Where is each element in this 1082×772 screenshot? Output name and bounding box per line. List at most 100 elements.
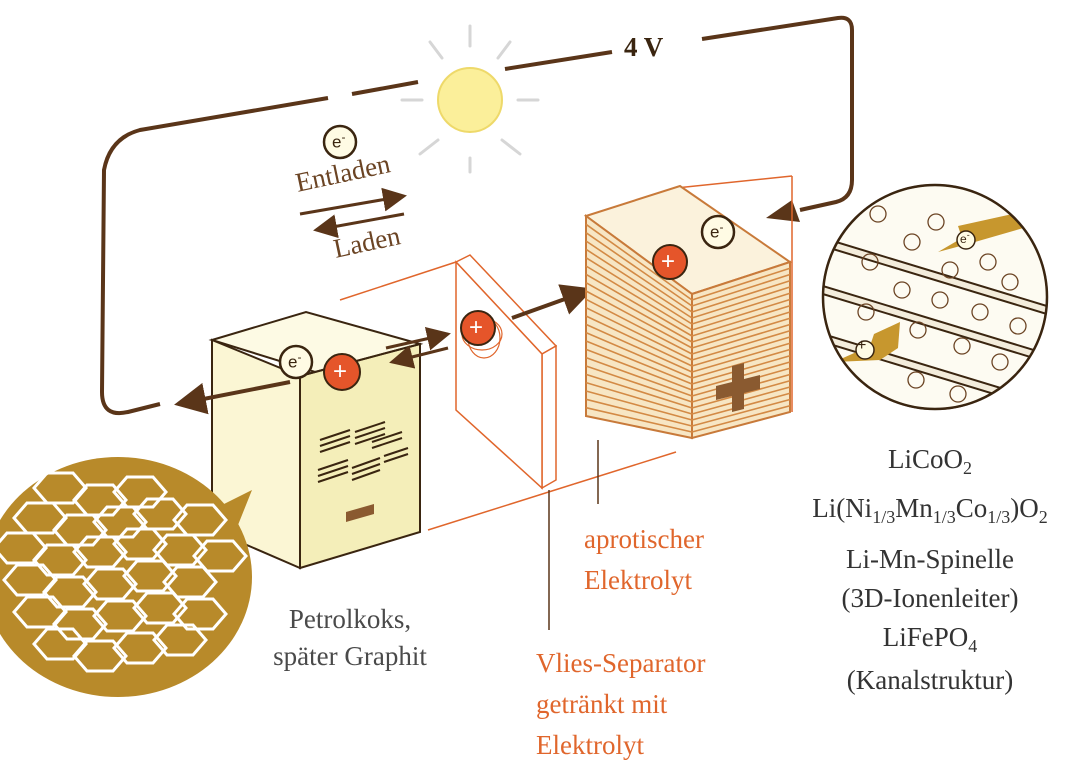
cathode-layer-line [691, 273, 791, 307]
graphite-hexagon [112, 527, 168, 561]
electrolyte-line1: aprotischer [584, 524, 704, 554]
cathode-layer-line [585, 232, 693, 307]
discharge-arrow-icon [299, 187, 407, 216]
anode-cube [208, 310, 424, 570]
cathode-layer-line [691, 304, 791, 337]
electron-wire-label: e- [332, 130, 346, 152]
anode-material-line1: Petrolkoks, [288, 604, 412, 634]
electrolyte-line2: Elektrolyt [584, 565, 692, 595]
cathode-layer-line [585, 356, 693, 397]
sun-icon [400, 24, 540, 174]
separator-line3: Elektrolyt [536, 730, 644, 760]
graphite-layers-icon [317, 421, 409, 483]
external-circuit [99, 15, 854, 415]
cathode-layer-line [585, 340, 693, 385]
cathode-layer-line [585, 290, 693, 349]
material-lifepo4: LiFePO4 [882, 622, 978, 656]
separator-line1: Vlies-Separator [536, 648, 706, 678]
graphite-hexagon [72, 639, 128, 673]
cathode-layer-line [585, 381, 693, 415]
voltage-label: 4 V [624, 32, 664, 62]
cathode-layer-line [585, 348, 693, 391]
graphite-hexagon [122, 559, 178, 593]
anode-exit-arrow-icon [174, 380, 291, 415]
cathode-layer-line [585, 265, 693, 331]
cathode-layer-line [691, 286, 791, 319]
anode-material-label: Petrolkoks, später Graphit [220, 606, 480, 670]
cathode-layer-line [691, 336, 791, 367]
cathode-layer-line [585, 373, 693, 409]
material-spinel: Li-Mn-Spinelle [846, 544, 1014, 574]
cathode-materials-list: LiCoO2 Li(Ni1/3Mn1/3Co1/3)O2 Li-Mn-Spine… [780, 446, 1080, 694]
cathode-layer-line [585, 331, 693, 379]
cathode-electron-icon [700, 214, 736, 250]
cathode-layer-lines [585, 223, 791, 433]
cathode-layer-line [585, 256, 693, 325]
anode-material-line2: später Graphit [273, 641, 427, 671]
cathode-layer-line [691, 292, 791, 325]
cathode-layer-line [691, 267, 791, 301]
electrolyte-label: aprotischer Elektrolyt [584, 526, 704, 594]
cathode-layer-line [585, 398, 693, 427]
anode-ion-icon [323, 353, 361, 391]
material-spinel-note: (3D-Ionenleiter) [841, 583, 1019, 613]
material-nmc: Li(Ni1/3Mn1/3Co1/3)O2 [812, 493, 1048, 527]
cathode-layer-line [585, 298, 693, 355]
graphite-hexagon [132, 591, 188, 625]
zoom-ion-label: + [857, 337, 867, 354]
graphite-hexagon [32, 543, 88, 577]
separator-arrow-left-icon [389, 345, 449, 369]
cathode-layer-line [585, 273, 693, 337]
cathode-layer-line [691, 398, 791, 427]
cathode-layer-line [691, 298, 791, 331]
cathode-layer-line [585, 281, 693, 343]
graphite-hexagon [152, 623, 208, 657]
separator-ion-icon [460, 310, 496, 346]
graphite-hexagon [42, 575, 98, 609]
cathode-layer-line [585, 240, 693, 313]
cathode-layer-line [691, 342, 791, 373]
cathode-layer-line [691, 311, 791, 343]
separator-panel [454, 254, 558, 490]
separator-line2: getränkt mit [536, 689, 668, 719]
charge-arrow-icon [313, 212, 405, 239]
anode-ion-label: + [333, 358, 348, 385]
cathode-layer-line [585, 306, 693, 361]
cathode-zoom [821, 183, 1049, 411]
anode-electron-icon [278, 344, 314, 380]
electron-wire-icon [322, 124, 358, 160]
cathode-ion-icon [652, 244, 688, 280]
graphite-hexagon [172, 597, 228, 631]
material-licoo2: LiCoO2 [887, 444, 972, 478]
cathode-layer-line [585, 323, 693, 373]
graphite-zoom [0, 457, 252, 697]
cathode-layer-line [691, 329, 791, 361]
cathode-layer-line [691, 323, 791, 355]
cathode-layer-line [691, 279, 791, 313]
anode-electron-label: e- [288, 350, 302, 372]
zoom-electron-label: e- [960, 230, 970, 246]
cathode-layer-line [585, 406, 693, 433]
cathode-layer-line [585, 390, 693, 421]
circuit-arrowhead-icon [766, 200, 800, 222]
cathode-layer-line [585, 223, 693, 301]
cathode-layer-line [585, 365, 693, 403]
cathode-layer-line [691, 404, 791, 433]
cathode-plus-icon [716, 363, 760, 412]
graphite-hexagon [112, 631, 168, 665]
cathode-layer-line [585, 248, 693, 319]
anode-minus-icon [346, 504, 374, 522]
graphite-hexagon [72, 535, 128, 569]
graphite-hexagon [82, 567, 138, 601]
ion-to-cathode-arrow-icon [511, 284, 594, 320]
separator-ion-label: + [469, 314, 484, 341]
cathode-layer-line [691, 317, 791, 349]
separator-label: Vlies-Separator getränkt mit Elektrolyt [536, 650, 705, 759]
graphite-hexagon [52, 607, 108, 641]
cathode-layer-line [585, 315, 693, 367]
cathode-ion-label: + [661, 248, 676, 275]
cathode-electron-label: e- [710, 220, 724, 242]
material-lifepo4-note: (Kanalstruktur) [846, 665, 1014, 695]
graphite-hexagon [92, 599, 148, 633]
